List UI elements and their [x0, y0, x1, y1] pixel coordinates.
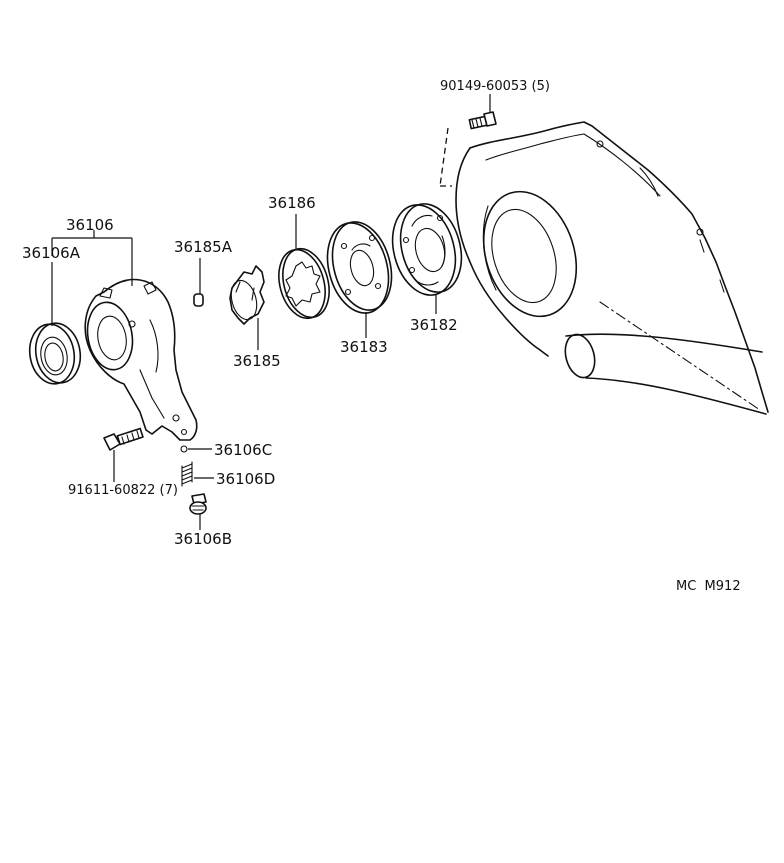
extension-housing-36106 — [84, 278, 198, 441]
spring-36106D — [181, 461, 193, 487]
pump-plate-36183 — [326, 221, 393, 314]
label-91611-60822: 91611-60822 (7) — [68, 483, 178, 498]
pump-plate-36182 — [391, 203, 463, 296]
label-36183: 36183 — [340, 338, 388, 356]
label-36182: 36182 — [410, 316, 458, 334]
bolt-91611 — [103, 427, 144, 451]
inner-rotor-36185 — [229, 265, 265, 325]
label-36106D: 36106D — [216, 470, 275, 488]
leader-lines — [51, 94, 491, 530]
label-36106A: 36106A — [22, 244, 81, 262]
label-36185: 36185 — [233, 352, 281, 370]
part-labels: 36106 36106A 36185A 36186 36185 36183 36… — [22, 79, 741, 594]
label-36185A: 36185A — [174, 238, 233, 256]
diagram-code: MC M912 — [676, 579, 741, 594]
label-36186: 36186 — [268, 194, 316, 212]
bolt-90149 — [439, 111, 497, 187]
label-36106: 36106 — [66, 216, 114, 234]
label-90149-60053: 90149-60053 (5) — [440, 79, 550, 94]
plug-36106B — [189, 493, 207, 515]
transmission-case — [455, 121, 769, 415]
oil-seal-36106A — [28, 322, 82, 385]
check-ball-36106C — [180, 445, 188, 453]
pin-36185A — [193, 293, 204, 307]
label-36106B: 36106B — [174, 530, 232, 548]
outer-rotor-36186 — [278, 247, 330, 320]
label-36106C: 36106C — [214, 441, 272, 459]
